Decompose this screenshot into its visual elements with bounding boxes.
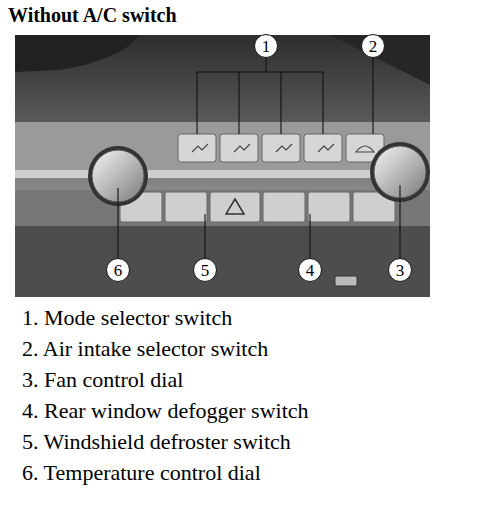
diagram-title: Without A/C switch	[8, 4, 177, 27]
callout-circle: 2	[361, 34, 385, 58]
callout-circle: 4	[298, 258, 322, 282]
callout-number: 4	[306, 262, 315, 279]
callout-number: 6	[114, 262, 123, 279]
list-item: 4. Rear window defogger switch	[22, 398, 309, 424]
callout-number: 2	[369, 38, 378, 55]
callout-number: 3	[396, 262, 405, 279]
callout-circle: 5	[193, 258, 217, 282]
list-item: 1. Mode selector switch	[22, 305, 232, 331]
callout-circle: 6	[106, 258, 130, 282]
list-item: 6. Temperature control dial	[22, 460, 261, 486]
callout-number: 5	[201, 262, 210, 279]
list-item: 5. Windshield defroster switch	[22, 429, 291, 455]
callout-number: 1	[262, 38, 271, 55]
list-item: 3. Fan control dial	[22, 367, 183, 393]
callout-circle: 1	[254, 34, 278, 58]
list-item: 2. Air intake selector switch	[22, 336, 268, 362]
callout-circle: 3	[388, 258, 412, 282]
